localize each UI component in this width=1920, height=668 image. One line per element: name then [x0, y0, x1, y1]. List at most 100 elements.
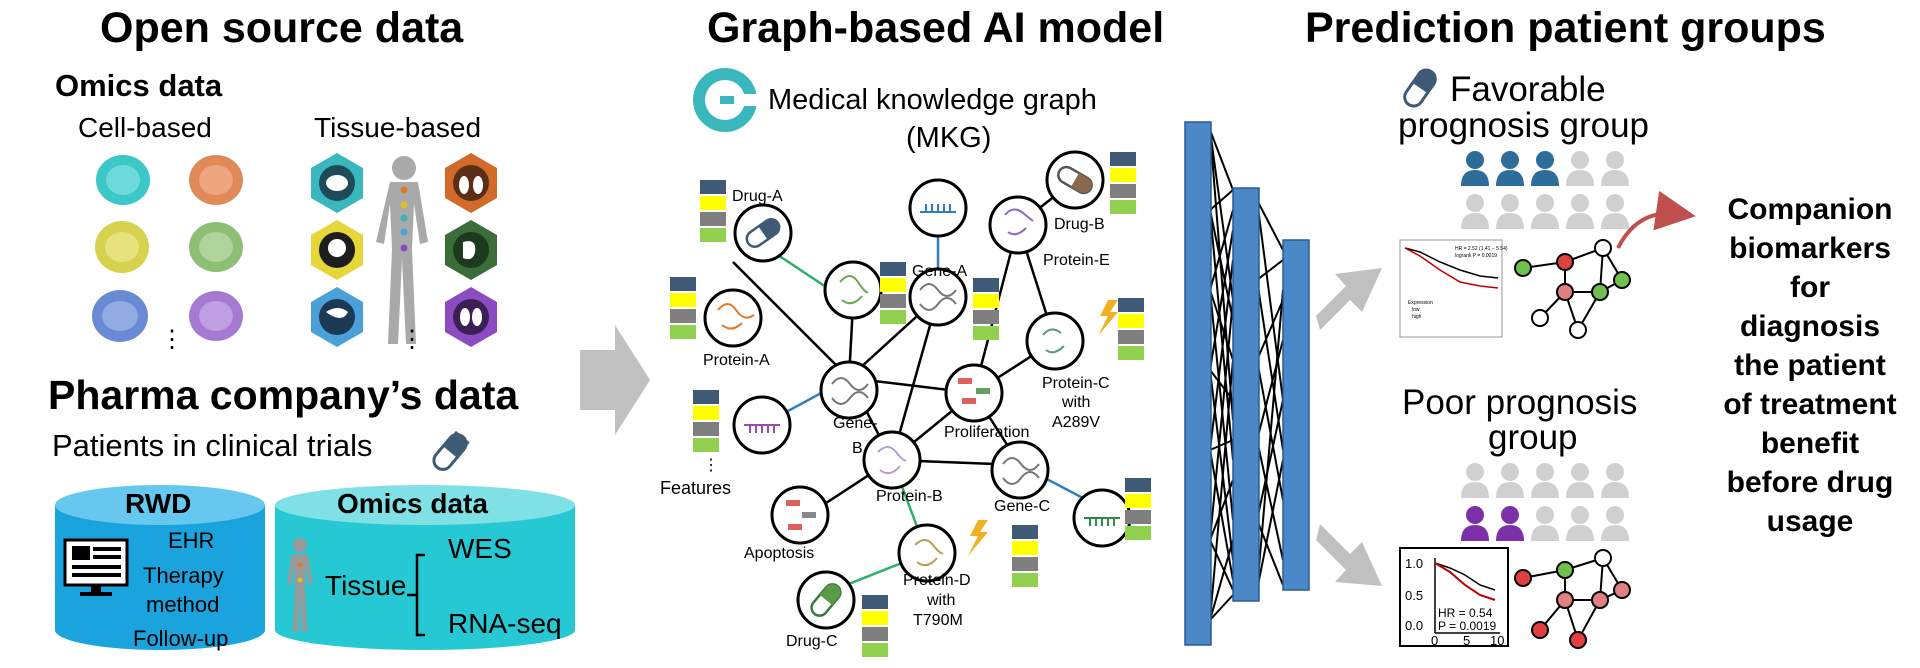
tissue-dots: ⋮ — [400, 326, 424, 353]
companion-line-9: usage — [1766, 505, 1854, 538]
wes-label: WES — [448, 533, 512, 564]
kidney-hex-icon — [445, 287, 497, 347]
km-plot-favorable — [1399, 239, 1503, 338]
km-top-legend-label: Expression — [1408, 300, 1433, 306]
label-protein-b: Protein-B — [876, 488, 943, 505]
right-section-title: Prediction patient groups — [1305, 4, 1826, 52]
node-protein-a — [703, 288, 763, 348]
tissue-based-label: Tissue-based — [314, 112, 482, 143]
companion-line-8: before drug — [1726, 466, 1894, 499]
km-poor-xtick-3: 10 — [1490, 633, 1505, 648]
left-section-title: Open source data — [100, 4, 464, 52]
middle-section-title: Graph-based AI model — [707, 4, 1165, 52]
nn-layer-2 — [1232, 187, 1260, 602]
km-poor-xtick-2: 5 — [1463, 633, 1471, 648]
dna-glyphs — [831, 283, 1040, 485]
favorable-line2: prognosis group — [1398, 106, 1649, 145]
mkg-title-line2: (MKG) — [906, 122, 992, 154]
ehr-monitor-icon — [63, 538, 129, 596]
km-poor-ytick-2: 0.5 — [1405, 588, 1424, 603]
label-gene-b-1: Gene- — [833, 415, 878, 432]
nn-layer-3 — [1282, 239, 1310, 591]
cell-cluster-yellow-icon — [95, 221, 149, 273]
label-drug-c: Drug-C — [786, 633, 838, 650]
label-protein-d-1: Protein-D — [903, 572, 971, 589]
head-hex-icon — [311, 220, 363, 280]
nn-layer-1 — [1184, 121, 1212, 646]
rwd-cylinder — [55, 485, 265, 650]
node-proliferation — [944, 363, 1004, 423]
patients-label: Patients in clinical trials — [52, 428, 373, 463]
km-poor-hr: HR = 0.54 — [1438, 606, 1493, 620]
pharma-heading: Pharma company’s data — [48, 372, 519, 418]
mkg-title-line1: Medical knowledge graph — [768, 84, 1097, 116]
feature-stacks — [670, 152, 1151, 657]
companion-line-2: biomarkers — [1729, 232, 1891, 265]
rwd-item-followup: Follow-up — [133, 626, 229, 651]
tissue-label: Tissue — [325, 570, 407, 601]
drug-a-capsule-icon — [745, 218, 781, 248]
label-protein-d-3: T790M — [913, 612, 963, 629]
km-poor-ytick-3: 0.0 — [1405, 618, 1424, 633]
liver-hex-icon — [311, 287, 363, 347]
km-poor-p: P = 0.0019 — [1438, 619, 1497, 633]
rwd-title: RWD — [125, 488, 192, 519]
favorable-capsule-icon — [1403, 68, 1437, 108]
companion-line-3: for — [1790, 271, 1830, 304]
cell-cluster-purple-icon — [189, 291, 243, 341]
omics-cylinder — [275, 485, 575, 650]
human-body-icon — [376, 156, 428, 344]
favorable-line1: Favorable — [1450, 70, 1606, 109]
lightning-icons — [968, 300, 1118, 556]
cell-cluster-teal-icon — [96, 155, 150, 205]
mini-graph-favorable-nodes — [1514, 239, 1631, 339]
companion-line-1: Companion — [1727, 193, 1893, 226]
companion-line-5: the patient — [1734, 349, 1886, 382]
label-gene-c: Gene-C — [994, 498, 1051, 515]
km-top-legend-low: low — [1412, 307, 1420, 313]
cell-cluster-orange-icon — [189, 155, 243, 205]
poor-line1: Poor prognosis — [1402, 383, 1638, 422]
omics-cylinder-title: Omics data — [337, 488, 488, 519]
arrow-to-poor-icon — [1316, 524, 1382, 586]
label-gene-b-2: B — [852, 440, 863, 457]
patient-body-icon — [287, 538, 313, 632]
node-apoptosis — [770, 485, 830, 545]
label-protein-a: Protein-A — [703, 352, 770, 369]
km-top-legend-1: HR = 2.52 (1.41 − 5.54) — [1455, 246, 1508, 252]
features-label: Features — [660, 478, 732, 498]
label-apoptosis: Apoptosis — [744, 545, 815, 562]
arrow-to-favorable-icon — [1316, 268, 1382, 330]
label-protein-c-2: with — [1062, 394, 1091, 411]
mkg-logo-icon — [693, 68, 757, 132]
node-gene-b — [819, 360, 879, 420]
poor-line2: group — [1488, 418, 1578, 457]
km-top-legend-2: logrank P = 0.0019 — [1455, 253, 1498, 259]
companion-biomarkers-text: Companion biomarkers for diagnosis the p… — [1710, 190, 1910, 541]
node-protein-c — [1025, 311, 1085, 371]
label-protein-c-3: A289V — [1052, 414, 1101, 431]
companion-line-6: of treatment — [1723, 388, 1897, 421]
favorable-people-icons — [1461, 151, 1629, 229]
omics-heading: Omics data — [55, 68, 223, 103]
cell-based-label: Cell-based — [78, 112, 212, 143]
node-protein-b — [862, 430, 922, 490]
km-plot-poor — [1399, 547, 1509, 647]
red-curved-arrow — [1616, 190, 1696, 249]
capsule-icon — [432, 430, 470, 471]
label-protein-e: Protein-E — [1043, 252, 1110, 269]
nn-connections — [1209, 129, 1284, 621]
features-dots: ⋮ — [703, 457, 719, 474]
node-protein-e — [988, 195, 1048, 255]
rwd-item-method: method — [146, 592, 220, 617]
label-drug-b: Drug-B — [1054, 216, 1105, 233]
rwd-item-therapy: Therapy — [143, 563, 224, 588]
companion-line-4: diagnosis — [1739, 310, 1881, 343]
rwd-item-ehr: EHR — [168, 528, 215, 553]
cell-dots: ⋮ — [160, 326, 184, 353]
mini-graph-poor-nodes — [1514, 549, 1631, 649]
arrow-to-model-icon — [580, 325, 650, 435]
node-gene-a — [908, 267, 968, 327]
label-protein-c-1: Protein-C — [1042, 375, 1110, 392]
